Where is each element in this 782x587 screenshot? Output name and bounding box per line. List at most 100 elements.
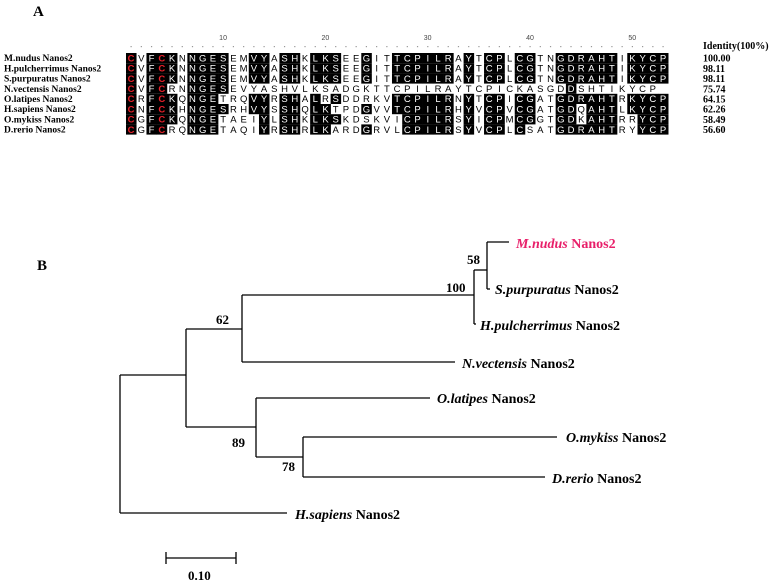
residue: L	[507, 64, 512, 75]
residue-highlight	[207, 104, 219, 115]
residue-highlight	[576, 63, 587, 74]
residue-highlight	[514, 63, 526, 74]
residue: F	[149, 53, 155, 64]
identity-value: 64.15	[703, 95, 726, 106]
residue-highlight	[166, 53, 178, 64]
residue-highlight	[156, 93, 168, 104]
residue: S	[281, 104, 287, 115]
residue: E	[353, 74, 359, 85]
residue-highlight	[596, 63, 608, 74]
residue-highlight	[637, 104, 649, 115]
residue: I	[478, 115, 481, 126]
ruler-dot	[140, 46, 142, 48]
residue: T	[220, 94, 226, 105]
taxon-s-purpuratus-gene: Nanos2	[571, 283, 619, 298]
residue: I	[508, 94, 511, 105]
residue: R	[373, 125, 380, 136]
residue: C	[516, 115, 523, 126]
residue-highlight	[463, 114, 475, 125]
residue: T	[537, 53, 543, 64]
residue: T	[394, 74, 400, 85]
residue-highlight	[412, 124, 423, 135]
residue-highlight	[596, 73, 608, 84]
residue: P	[496, 94, 502, 105]
residue: V	[138, 84, 145, 95]
residue-highlight	[586, 73, 597, 84]
ruler-dot	[416, 46, 419, 48]
residue: D	[568, 94, 575, 105]
sequence-name: M.nudus Nanos2	[4, 54, 73, 64]
residue: T	[476, 74, 482, 85]
residue: C	[486, 115, 493, 126]
residue: H	[291, 53, 298, 64]
ruler-dot	[590, 46, 593, 48]
residue-highlight	[647, 93, 659, 104]
identity-value: 56.60	[703, 125, 726, 136]
residue-highlight	[258, 104, 270, 115]
residue: P	[660, 74, 666, 85]
residue: Y	[466, 74, 473, 85]
residue: I	[426, 64, 429, 75]
residue: M	[506, 115, 514, 126]
residue-highlight	[126, 73, 137, 84]
residue-highlight	[207, 53, 219, 64]
ruler-dot	[560, 46, 562, 48]
residue-highlight	[166, 104, 178, 115]
residue: T	[609, 104, 615, 115]
residue-highlight	[555, 93, 567, 104]
bootstrap-62: 62	[216, 312, 229, 327]
residue: L	[435, 115, 440, 126]
residue-highlight	[463, 63, 475, 74]
residue-highlight	[484, 114, 495, 125]
residue: C	[649, 94, 656, 105]
tree-labels: M.nudus Nanos2 S.purpuratus Nanos2 H.pul…	[188, 237, 666, 583]
residue: H	[291, 125, 298, 136]
residue: R	[230, 104, 237, 115]
residue-highlight	[647, 104, 659, 115]
residue: K	[322, 115, 329, 126]
residue: C	[128, 104, 135, 115]
residue-highlight	[258, 124, 270, 135]
residue: Y	[629, 125, 636, 136]
residue: C	[158, 64, 165, 75]
residue: R	[322, 94, 329, 105]
taxon-s-purpuratus-species: S.purpuratus	[495, 283, 571, 298]
residue: G	[526, 94, 533, 105]
residue: S	[322, 84, 328, 95]
residue-highlight	[606, 104, 618, 115]
residue: G	[352, 84, 359, 95]
residue-highlight	[586, 104, 597, 115]
residue-highlight	[432, 73, 444, 84]
residue: C	[158, 94, 165, 105]
residue: Q	[240, 94, 247, 105]
residue-highlight	[565, 104, 577, 115]
residue: S	[333, 53, 339, 64]
residue-highlight	[627, 63, 638, 74]
residue: I	[426, 53, 429, 64]
residue-highlight	[494, 73, 505, 84]
residue: H	[291, 104, 298, 115]
residue-highlight	[514, 73, 526, 84]
residue: P	[660, 125, 666, 136]
residue: V	[240, 84, 247, 95]
residue: R	[619, 94, 626, 105]
residue-highlight	[555, 114, 567, 125]
residue-highlight	[637, 93, 649, 104]
residue: T	[537, 74, 543, 85]
residue: K	[312, 84, 319, 95]
residue: C	[128, 125, 135, 136]
residue-highlight	[412, 104, 423, 115]
residue-highlight	[310, 114, 321, 125]
residue: Q	[240, 125, 247, 136]
residue: P	[496, 125, 502, 136]
residue: S	[281, 115, 287, 126]
residue: A	[537, 94, 544, 105]
residue: Y	[261, 64, 268, 75]
residue: A	[230, 125, 237, 136]
residue: N	[547, 53, 554, 64]
residue: G	[537, 115, 544, 126]
residue-highlight	[657, 114, 669, 125]
residue-highlight	[432, 53, 444, 64]
residue: C	[404, 125, 411, 136]
